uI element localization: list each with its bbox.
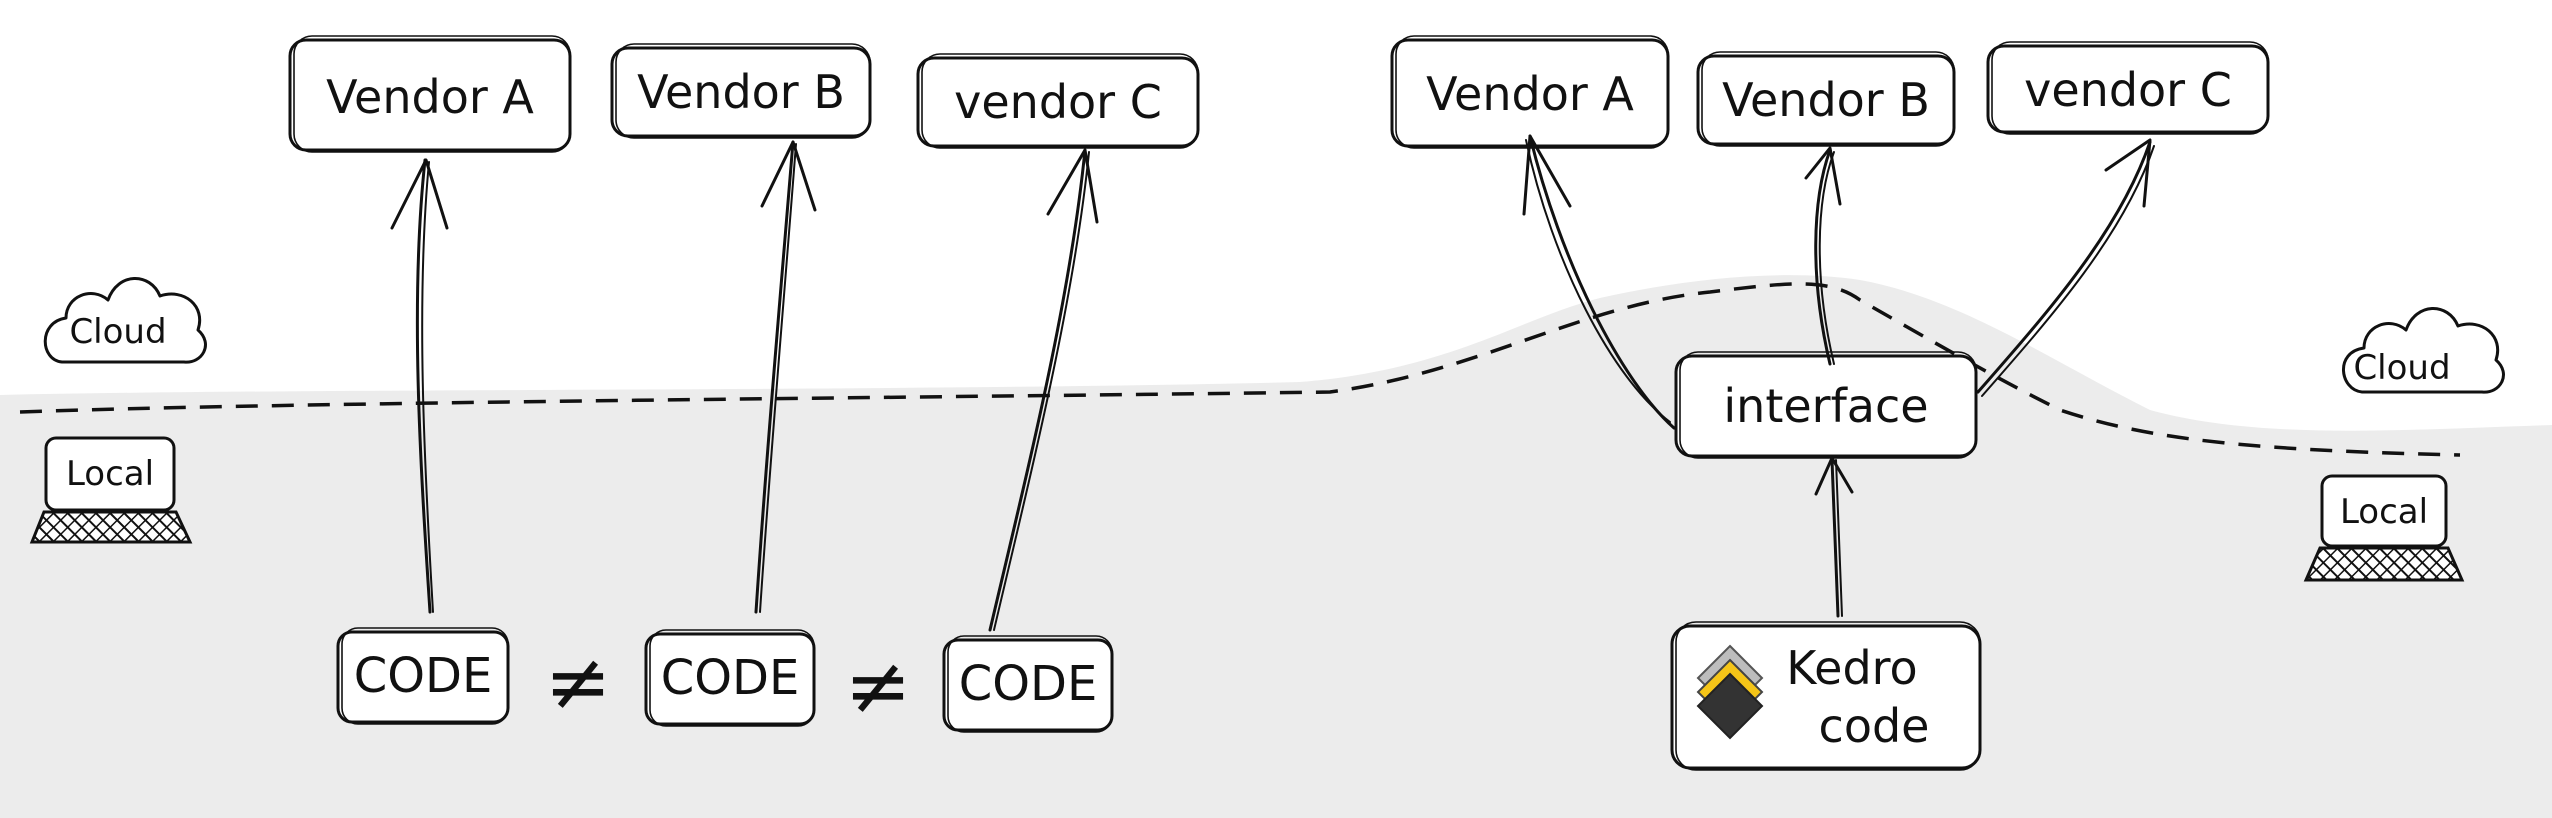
- left-arrow-a: [390, 158, 449, 614]
- right-arrow-c: [1976, 138, 2155, 397]
- left-laptop-icon: Local: [29, 436, 193, 544]
- left-code-label-2: CODE: [661, 650, 800, 706]
- kedro-logo-icon: [1696, 644, 1764, 740]
- right-vendor-a-label: Vendor A: [1426, 67, 1634, 121]
- right-arrow-a: [1522, 134, 1676, 430]
- left-code-label-1: CODE: [354, 648, 493, 704]
- kedro-label-line2: code: [1819, 699, 1930, 753]
- left-vendor-c-box: vendor C: [916, 53, 1200, 149]
- cloud-local-boundary: [19, 282, 2461, 457]
- not-equal-symbol-1: ≠: [544, 636, 611, 729]
- left-code-box-1: CODE: [336, 627, 510, 725]
- left-vendor-a-label: Vendor A: [326, 70, 534, 124]
- local-region: [0, 275, 2552, 818]
- right-vendor-c-box: vendor C: [1986, 41, 2270, 135]
- left-arrow-c: [988, 148, 1099, 632]
- right-vendor-a-box: Vendor A: [1390, 35, 1670, 149]
- kedro-code-box: Kedro code: [1670, 621, 1982, 771]
- kedro-to-interface-arrow: [1814, 456, 1854, 618]
- right-vendor-c-label: vendor C: [2024, 63, 2232, 117]
- interface-label: interface: [1723, 379, 1928, 433]
- kedro-label-line1: Kedro: [1786, 641, 1917, 695]
- left-local-label: Local: [66, 454, 154, 494]
- right-vendor-b-box: Vendor B: [1696, 51, 1956, 147]
- right-cloud-label: Cloud: [2353, 348, 2450, 388]
- right-local-label: Local: [2340, 492, 2428, 532]
- right-vendor-b-label: Vendor B: [1722, 73, 1930, 127]
- right-cloud-icon: Cloud: [2342, 307, 2505, 394]
- right-laptop-icon: Local: [2303, 474, 2465, 582]
- left-vendor-b-box: Vendor B: [610, 43, 872, 139]
- left-code-box-3: CODE: [942, 635, 1114, 733]
- left-arrow-b: [754, 140, 817, 614]
- interface-box: interface: [1674, 351, 1978, 459]
- left-code-box-2: CODE: [644, 629, 816, 727]
- not-equal-symbol-2: ≠: [844, 640, 911, 733]
- left-code-label-3: CODE: [959, 656, 1098, 712]
- left-vendor-b-label: Vendor B: [637, 65, 845, 119]
- left-cloud-icon: Cloud: [43, 277, 207, 364]
- right-arrow-b: [1804, 146, 1842, 366]
- left-vendor-c-label: vendor C: [954, 75, 1162, 129]
- left-vendor-a-box: Vendor A: [288, 35, 572, 153]
- left-cloud-label: Cloud: [69, 312, 166, 352]
